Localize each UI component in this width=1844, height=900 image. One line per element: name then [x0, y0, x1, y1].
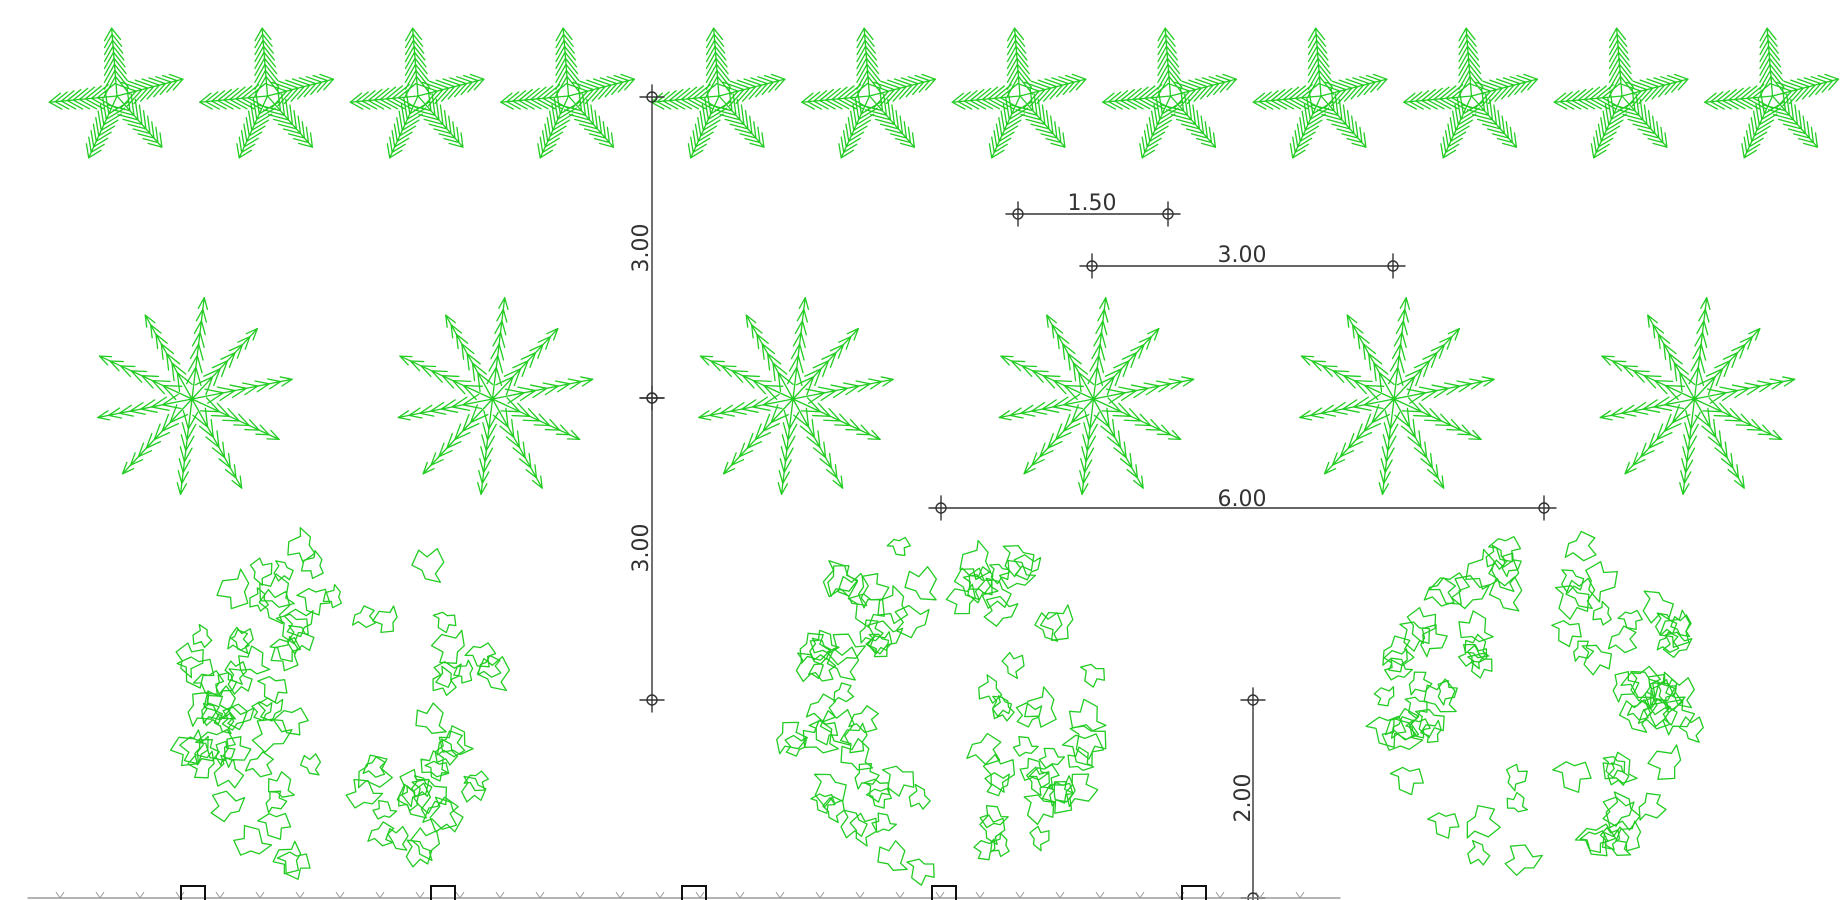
palm-frond-icon — [650, 27, 786, 159]
palm-frond-icon — [500, 27, 636, 159]
palm-frond-icon — [1704, 27, 1840, 159]
dimension-label-1-50: 1.50 — [1068, 191, 1117, 216]
shrub-canopy-icon — [776, 536, 1107, 886]
star-palm-icon — [1599, 297, 1796, 495]
star-palm-icon — [998, 297, 1195, 495]
palm-frond-icon — [1553, 27, 1689, 159]
ground-line — [27, 885, 1341, 900]
shrub-canopy-icon — [1365, 530, 1704, 876]
star-palm-icon — [698, 297, 894, 495]
palm-frond-icon — [48, 27, 184, 159]
star-palm-icon — [1299, 297, 1495, 495]
dimension-label-3-00-vertical-upper: 3.00 — [629, 224, 654, 273]
shrub-canopy-icon — [169, 527, 511, 880]
palm-frond-icon — [199, 27, 335, 159]
palm-frond-icon — [951, 27, 1087, 159]
dimension-label-2-00: 2.00 — [1231, 774, 1256, 823]
palm-frond-icon — [1252, 27, 1388, 159]
palm-frond-icon — [1102, 27, 1238, 159]
star-palm-icon — [397, 297, 594, 495]
plant-symbols — [48, 27, 1840, 886]
dimension-label-3-00-horizontal: 3.00 — [1218, 243, 1267, 268]
palm-frond-icon — [1403, 27, 1539, 159]
dimension-lines: 1.50 3.00 6.00 3.00 3.00 2.00 — [629, 84, 1557, 900]
dimension-label-3-00-vertical-lower: 3.00 — [629, 524, 654, 573]
star-palm-icon — [97, 297, 293, 495]
palm-frond-icon — [349, 27, 485, 159]
palm-frond-icon — [801, 27, 937, 159]
